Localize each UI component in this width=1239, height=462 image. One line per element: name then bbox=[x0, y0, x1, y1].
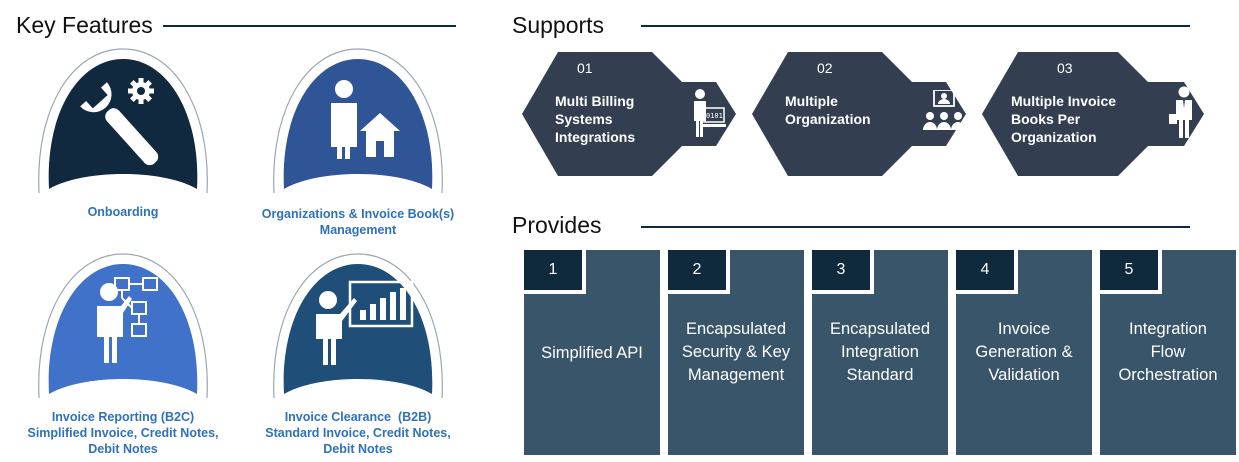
provide-label: Integration Flow Orchestration bbox=[1118, 320, 1218, 384]
provide-item-1: 1 Simplified API bbox=[524, 250, 660, 455]
support-item-3: 03 Multiple Invoice Books Per Organizati… bbox=[982, 52, 1222, 176]
feature-organizations: Organizations & Invoice Book(s) Manageme… bbox=[262, 47, 454, 237]
feature-label-organizations: Organizations & Invoice Book(s) Manageme… bbox=[261, 207, 455, 237]
feature-label-invoice-clearance: Invoice Clearance (B2B) Standard Invoice… bbox=[265, 410, 451, 456]
feature-onboarding: Onboarding bbox=[33, 47, 213, 219]
support-number: 01 bbox=[577, 60, 593, 76]
support-label: Multi Billing Systems Integrations bbox=[555, 93, 636, 145]
key-features-rule bbox=[163, 25, 456, 27]
support-number: 02 bbox=[817, 60, 833, 76]
wrench-gear-icon bbox=[38, 48, 208, 194]
provides-title: Provides bbox=[512, 212, 602, 238]
supports-title: Supports bbox=[512, 12, 605, 38]
group-meeting-icon bbox=[923, 90, 965, 130]
provide-item-3: 3 Encapsulated Integration Standard bbox=[812, 250, 948, 455]
provide-number: 4 bbox=[956, 250, 1014, 290]
provide-number: 2 bbox=[668, 250, 726, 290]
support-label: Multiple Organization bbox=[785, 93, 871, 127]
support-item-2: 02 Multiple Organization bbox=[752, 52, 982, 176]
provide-label: Invoice Generation & Validation bbox=[975, 320, 1073, 384]
person-house-icon bbox=[273, 48, 443, 194]
provide-item-5: 5 Integration Flow Orchestration bbox=[1100, 250, 1236, 455]
supports-rule bbox=[641, 25, 1190, 27]
support-item-1: 01 Multi Billing Systems Integrations 01… bbox=[522, 52, 752, 176]
person-flowchart-icon bbox=[38, 253, 208, 399]
provide-label: Simplified API bbox=[541, 344, 643, 362]
presenter-chart-icon bbox=[273, 253, 443, 399]
key-features-title: Key Features bbox=[16, 12, 153, 38]
provide-number: 5 bbox=[1100, 250, 1158, 290]
feature-label-invoice-reporting: Invoice Reporting (B2C) Simplified Invoi… bbox=[27, 410, 219, 456]
provide-number: 3 bbox=[812, 250, 870, 290]
provide-label: Encapsulated Security & Key Management bbox=[681, 320, 791, 384]
provide-item-2: 2 Encapsulated Security & Key Management bbox=[668, 250, 804, 455]
support-number: 03 bbox=[1057, 60, 1073, 76]
svg-text:0101: 0101 bbox=[706, 112, 723, 120]
businessman-icon bbox=[1169, 86, 1192, 138]
provide-number: 1 bbox=[524, 250, 582, 290]
feature-invoice-reporting: Invoice Reporting (B2C) Simplified Invoi… bbox=[27, 252, 219, 456]
support-label: Multiple Invoice Books Per Organization bbox=[1011, 93, 1117, 145]
provide-item-4: 4 Invoice Generation & Validation bbox=[956, 250, 1092, 455]
provide-label: Encapsulated Integration Standard bbox=[830, 320, 930, 384]
feature-invoice-clearance: Invoice Clearance (B2B) Standard Invoice… bbox=[265, 252, 451, 456]
provides-rule bbox=[641, 226, 1190, 228]
feature-label-onboarding: Onboarding bbox=[87, 205, 159, 219]
computer-user-icon: 0101 bbox=[694, 89, 726, 137]
